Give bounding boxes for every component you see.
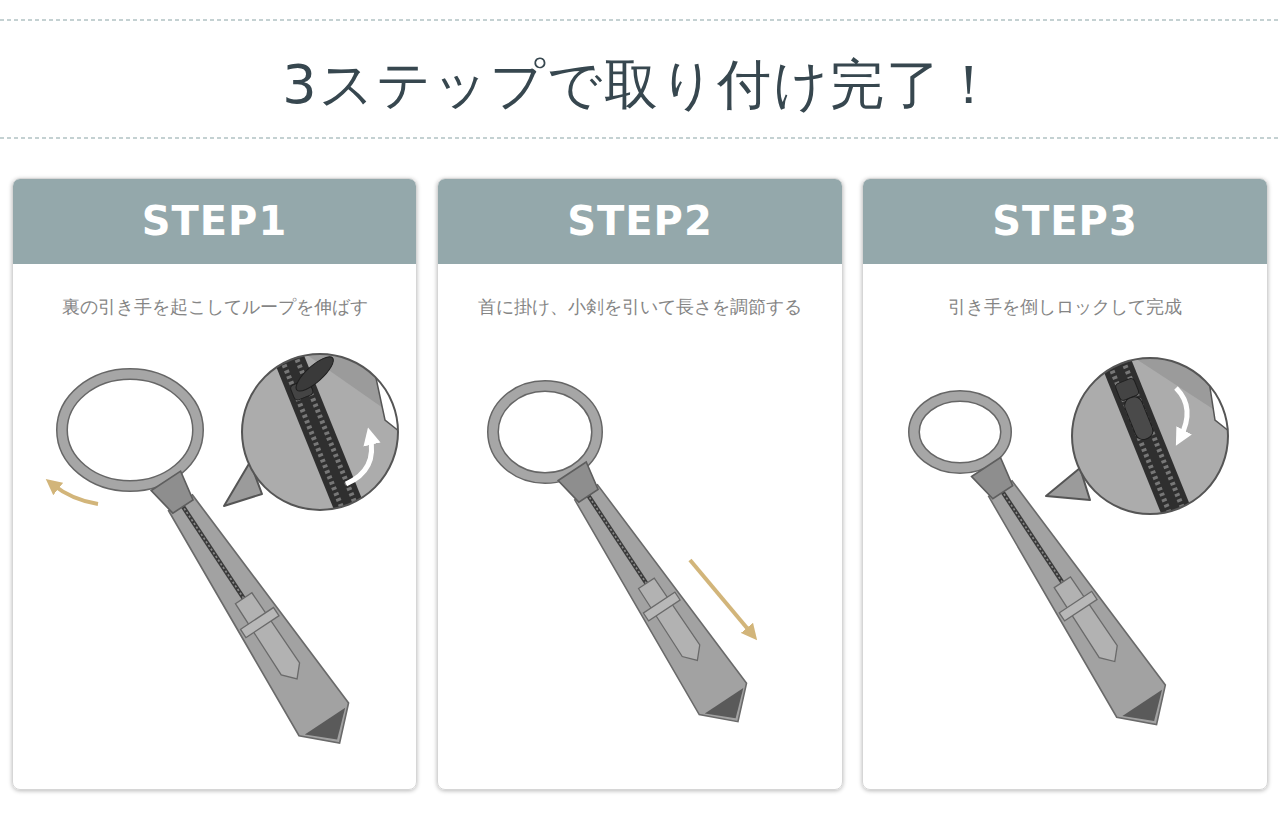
step-instruction: 引き手を倒しロックして完成	[863, 294, 1267, 320]
zoom-callout	[224, 340, 410, 538]
illustration-part	[914, 396, 1006, 468]
illustration-part	[1205, 355, 1240, 440]
illustration-part	[1176, 388, 1187, 438]
illustration-part	[1102, 357, 1201, 544]
dashed-rules	[0, 20, 1280, 138]
illustration-part	[62, 374, 198, 486]
step-heading: STEP3	[863, 179, 1267, 264]
illustration-part	[0, 19, 1280, 20]
illustration-part	[346, 436, 372, 484]
illustration-part	[914, 396, 1006, 468]
step-card: STEP2 首に掛け、小剣を引いて長さを調節する	[437, 178, 843, 790]
illustration-part	[1070, 355, 1230, 520]
page-title: 3ステップで取り付け完了！	[0, 50, 1280, 120]
illustration-part	[1072, 358, 1228, 514]
illustration-part	[242, 354, 398, 510]
illustration-part	[1102, 357, 1201, 544]
motion-arrow	[52, 484, 98, 504]
illustration-part	[1060, 350, 1240, 544]
step-heading: STEP2	[438, 179, 842, 264]
step-instruction: 首に掛け、小剣を引いて長さを調節する	[438, 294, 842, 320]
illustration-part	[370, 350, 410, 440]
step-card: STEP3 引き手を倒しロックして完成	[862, 178, 1268, 790]
step-card: STEP1 裏の引き手を起こしてループを伸ばす	[12, 178, 417, 790]
step-instruction: 裏の引き手を起こしてループを伸ばす	[13, 294, 416, 320]
illustration-part	[1110, 365, 1181, 541]
zoom-callout	[1046, 350, 1240, 544]
illustration-part	[62, 374, 198, 486]
illustration-part	[292, 352, 338, 396]
illustration-part	[493, 386, 597, 478]
motion-arrow	[690, 560, 752, 634]
step-heading: STEP1	[13, 179, 416, 264]
illustration-part	[230, 340, 410, 538]
illustration-part	[282, 359, 353, 535]
illustration-part	[1122, 394, 1155, 442]
tie-step2	[493, 386, 762, 737]
illustration-part	[0, 137, 1280, 138]
illustration-part	[493, 386, 597, 478]
illustration-part	[549, 456, 762, 738]
